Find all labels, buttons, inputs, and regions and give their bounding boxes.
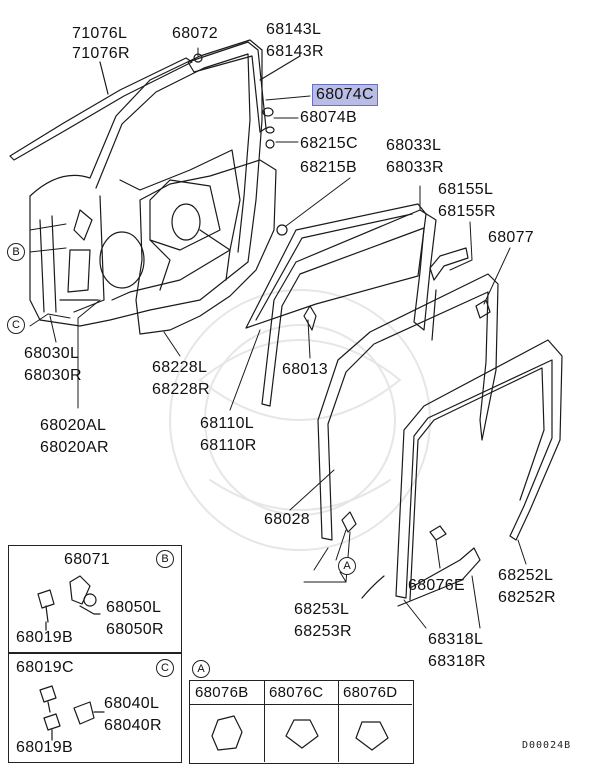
label-68228r: 68228R xyxy=(152,381,210,398)
inset-a-badge: A xyxy=(192,660,210,678)
inset-a-col-68076c: 68076C xyxy=(269,684,324,701)
label-68143r: 68143R xyxy=(266,43,324,60)
weatherstrip-68028 xyxy=(317,273,499,541)
label-68072: 68072 xyxy=(172,25,218,42)
door-shell-68020 xyxy=(29,39,263,327)
inset-c-badge: C xyxy=(156,659,174,677)
inset-c-box xyxy=(8,653,182,763)
label-68143l: 68143L xyxy=(266,21,322,38)
inset-b-label-68050l: 68050L xyxy=(106,599,162,616)
small-fasteners xyxy=(193,53,491,541)
label-68013: 68013 xyxy=(282,361,328,378)
leader-lines xyxy=(29,47,527,629)
label-68253l: 68253L xyxy=(294,601,350,618)
callout-a-badge: A xyxy=(338,557,356,575)
belt-moulding-71076 xyxy=(9,57,193,161)
label-68033l: 68033L xyxy=(386,137,442,154)
label-68076e: 68076E xyxy=(408,577,465,594)
label-68030l: 68030L xyxy=(24,345,80,362)
inset-b-label-68050r: 68050R xyxy=(106,621,164,638)
callout-b-badge: B xyxy=(7,243,25,261)
label-68253r: 68253R xyxy=(294,623,352,640)
label-68074c-highlighted[interactable]: 68074C xyxy=(312,84,378,106)
inset-c-label-68019b: 68019B xyxy=(16,739,73,756)
label-68155l: 68155L xyxy=(438,181,494,198)
inset-b-label-68071: 68071 xyxy=(64,551,110,568)
watershield-68228 xyxy=(135,159,277,335)
label-68215b: 68215B xyxy=(300,159,357,176)
inset-b-badge: B xyxy=(156,550,174,568)
label-68020al: 68020AL xyxy=(40,417,107,434)
label-71076r: 71076R xyxy=(72,45,130,62)
inset-a-divider-2 xyxy=(338,680,339,762)
diagram-code: D00024B xyxy=(522,740,572,751)
label-68155r: 68155R xyxy=(438,203,496,220)
label-68074b: 68074B xyxy=(300,109,357,126)
opening-weatherstrip-68252 xyxy=(395,339,563,599)
label-71076l: 71076L xyxy=(72,25,128,42)
clip-68076b xyxy=(211,715,243,751)
inset-a-col-68076b: 68076B xyxy=(195,684,249,701)
label-68215c: 68215C xyxy=(300,135,358,152)
label-68028: 68028 xyxy=(264,511,310,528)
label-68110l: 68110L xyxy=(200,415,255,432)
inset-a-header-row xyxy=(189,680,412,705)
label-68033r: 68033R xyxy=(386,159,444,176)
label-68110r: 68110R xyxy=(200,437,257,454)
inset-b-parts xyxy=(37,575,101,631)
label-68252r: 68252R xyxy=(498,589,556,606)
sash-channel-68033 xyxy=(261,209,437,407)
label-68077: 68077 xyxy=(488,229,534,246)
division-bar-68155 xyxy=(429,247,469,281)
label-68228l: 68228L xyxy=(152,359,208,376)
glass-channel-68143 xyxy=(187,41,267,133)
clip-68076d xyxy=(355,721,389,751)
inset-a-col-68076d: 68076D xyxy=(343,684,398,701)
label-68030r: 68030R xyxy=(24,367,82,384)
label-68020ar: 68020AR xyxy=(40,439,109,456)
inset-b-label-68019b: 68019B xyxy=(16,629,73,646)
clip-68076c xyxy=(285,719,319,749)
inset-a-divider-1 xyxy=(264,680,265,762)
label-68318r: 68318R xyxy=(428,653,486,670)
inset-b-box xyxy=(8,545,182,653)
inset-c-label-68040r: 68040R xyxy=(104,717,162,734)
callout-c-badge: C xyxy=(7,316,25,334)
lower-seal-68318 xyxy=(361,547,481,607)
label-68318l: 68318L xyxy=(428,631,484,648)
inset-c-parts xyxy=(39,685,105,741)
inset-c-label-68019c: 68019C xyxy=(16,659,74,676)
watermark-emblem xyxy=(169,289,431,551)
label-68252l: 68252L xyxy=(498,567,554,584)
inset-a-table xyxy=(189,680,414,764)
inset-c-label-68040l: 68040L xyxy=(104,695,160,712)
inset-a-parts xyxy=(211,715,389,751)
